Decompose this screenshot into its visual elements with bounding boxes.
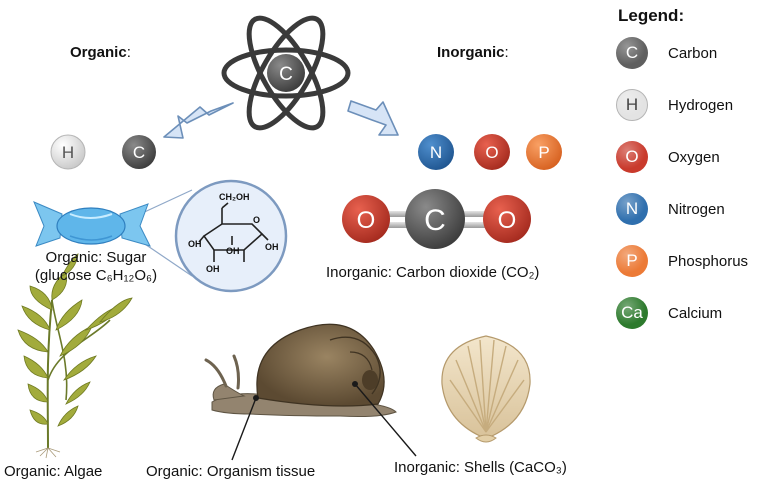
organic-hydrogen-atom: H xyxy=(50,134,86,170)
co2-molecule: O C O xyxy=(342,189,531,249)
algae-caption: Organic: Algae xyxy=(4,463,103,480)
glucose-oh-middle: OH xyxy=(226,246,240,256)
co2-oxygen-left: O xyxy=(357,207,376,234)
legend-swatch-phosphorus: P xyxy=(616,245,648,277)
svg-text:N: N xyxy=(430,143,442,162)
inorganic-heading: Inorganic: xyxy=(437,44,509,61)
legend-item-carbon: C Carbon xyxy=(614,37,764,71)
inorganic-phosphorus-atom: P xyxy=(526,134,562,170)
center-atom-symbol: C xyxy=(279,64,293,85)
glucose-oh-bottom: OH xyxy=(206,264,220,274)
co2-caption: Inorganic: Carbon dioxide (CO₂) xyxy=(326,264,540,281)
legend-item-phosphorus: P Phosphorus xyxy=(614,245,764,279)
arrow-right-icon xyxy=(347,100,399,136)
arrow-left-icon xyxy=(163,102,234,139)
co2-carbon: C xyxy=(424,204,446,237)
algae-icon xyxy=(17,253,133,459)
legend-swatch-calcium: Ca xyxy=(616,297,648,329)
atom-icon xyxy=(221,15,351,131)
organic-carbon-atom: C xyxy=(122,135,156,169)
legend-item-oxygen: O Oxygen xyxy=(614,141,764,175)
legend-item-nitrogen: N Nitrogen xyxy=(614,193,764,227)
tissue-caption: Organic: Organism tissue xyxy=(146,463,316,480)
legend-label: Hydrogen xyxy=(668,97,734,114)
legend-swatch-hydrogen: H xyxy=(616,89,648,121)
svg-text:H: H xyxy=(62,143,74,162)
glucose-ring-o: O xyxy=(253,215,260,225)
legend-label: Carbon xyxy=(668,45,718,62)
legend-label: Oxygen xyxy=(668,149,720,166)
legend-title: Legend: xyxy=(618,6,685,25)
glucose-ch2oh: CH₂OH xyxy=(219,192,250,202)
inorganic-oxygen-atom: O xyxy=(474,134,510,170)
legend-swatch-nitrogen: N xyxy=(616,193,648,225)
glucose-bubble: CH₂OH O OH OH OH OH xyxy=(174,179,288,293)
legend-label: Nitrogen xyxy=(668,201,725,218)
legend-item-hydrogen: H Hydrogen xyxy=(614,89,764,123)
legend-swatch-carbon: C xyxy=(616,37,648,69)
sugar-caption: Organic: Sugar (glucose C₆H₁₂O₆) xyxy=(34,249,158,284)
svg-text:O: O xyxy=(485,143,498,162)
legend-swatch-oxygen: O xyxy=(616,141,648,173)
candy-icon xyxy=(33,189,193,277)
glucose-oh-right: OH xyxy=(265,242,279,252)
svg-text:P: P xyxy=(538,143,549,162)
inorganic-nitrogen-atom: N xyxy=(418,134,454,170)
organic-heading: Organic: xyxy=(70,44,131,61)
legend-label: Calcium xyxy=(668,305,723,322)
legend-label: Phosphorus xyxy=(668,253,749,270)
svg-text:C: C xyxy=(133,143,145,162)
shells-caption: Inorganic: Shells (CaCO₃) xyxy=(394,459,567,476)
snail-icon xyxy=(204,323,417,461)
co2-oxygen-right: O xyxy=(498,207,517,234)
legend-item-calcium: Ca Calcium xyxy=(614,297,764,331)
shell-icon xyxy=(441,335,531,443)
glucose-oh-left: OH xyxy=(188,239,202,249)
